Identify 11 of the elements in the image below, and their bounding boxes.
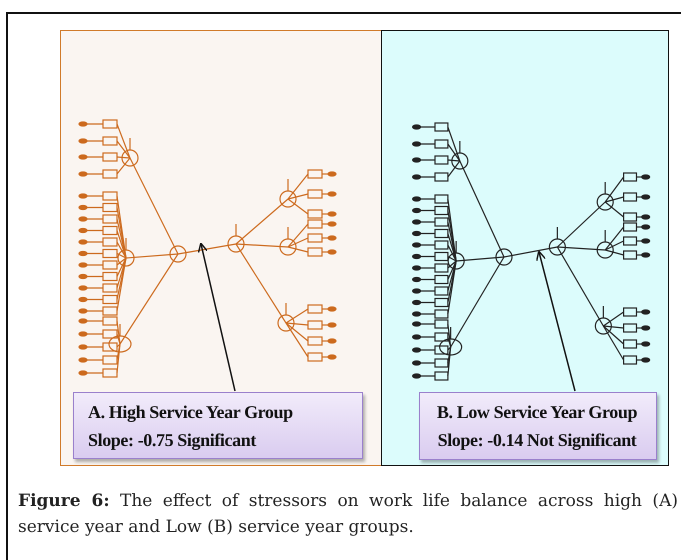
diagram-panel [381,30,669,466]
callout-text: Slope: -0.14 Not Significant [436,429,638,452]
callout-text: Slope: -0.75 Significant [88,428,258,452]
callout-text: B. Low Service Year Group [436,401,638,424]
figure-caption: Figure 6: The effect of stressors on work life balance across high (A) service year and Low (B) service year groups. [18,490,678,539]
callout-box [419,392,657,460]
arrow [198,242,236,392]
callout-text: A. High Service Year Group [88,400,294,424]
arrow [536,250,576,392]
diagram-panel [60,30,382,466]
callout-box [73,392,363,459]
